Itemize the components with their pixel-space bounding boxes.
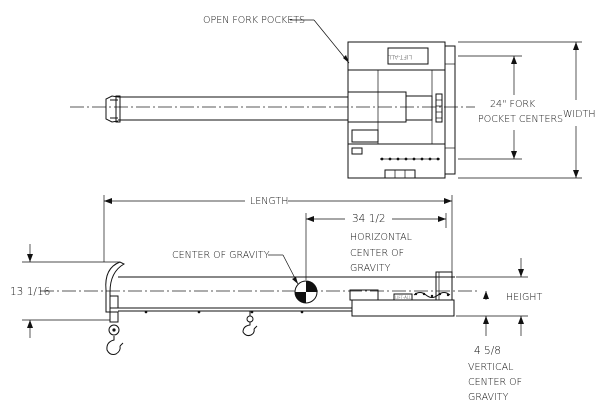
width-label: WIDTH xyxy=(563,109,595,120)
length-dimension: LENGTH xyxy=(103,195,453,272)
height-label: HEIGHT xyxy=(506,292,542,303)
vertical-cg-dimension: 4 5/8 VERTICAL CENTER OF GRAVITY xyxy=(468,291,522,403)
fork-pocket-centers-line2: POCKET CENTERS xyxy=(478,114,563,125)
front-hook-icon xyxy=(106,311,124,355)
horizontal-cg-line1: HORIZONTAL xyxy=(350,232,412,243)
overall-height-dimension: 13 1/16 xyxy=(10,244,120,338)
length-label: LENGTH xyxy=(250,196,288,207)
top-view-chain xyxy=(380,157,440,161)
width-dimension: WIDTH xyxy=(458,41,595,179)
vertical-cg-value: 4 5/8 xyxy=(474,345,501,357)
vertical-cg-line2: CENTER OF xyxy=(468,377,522,388)
center-of-gravity-label: CENTER OF GRAVITY xyxy=(172,250,270,261)
horizontal-cg-line2: CENTER OF xyxy=(350,248,404,259)
top-view-boom xyxy=(105,95,348,123)
vertical-cg-line1: VERTICAL xyxy=(468,362,513,373)
horizontal-cg-value: 34 1/2 xyxy=(352,213,386,225)
top-view: LIFT-ALL xyxy=(70,41,475,179)
side-view-boom xyxy=(105,261,455,314)
top-view-plate-label: LIFT-ALL xyxy=(387,53,412,60)
open-fork-pockets-callout: OPEN FORK POCKETS xyxy=(203,15,350,64)
fork-pocket-centers-dimension: 24" FORK POCKET CENTERS xyxy=(458,55,563,160)
vertical-cg-line3: GRAVITY xyxy=(468,392,509,403)
side-view: LIFT-ALL xyxy=(40,261,478,355)
middle-hook-icon xyxy=(242,311,258,337)
overall-height-value: 13 1/16 xyxy=(10,286,50,298)
open-fork-pockets-label: OPEN FORK POCKETS xyxy=(203,15,305,26)
center-of-gravity-marker xyxy=(294,280,318,304)
top-view-frame xyxy=(347,41,456,179)
center-of-gravity-callout: CENTER OF GRAVITY xyxy=(172,250,299,285)
fork-pocket-centers-line1: 24" FORK xyxy=(490,99,536,110)
height-dimension: HEIGHT xyxy=(456,258,542,336)
side-view-frame: LIFT-ALL xyxy=(349,271,455,317)
horizontal-cg-dimension: 34 1/2 HORIZONTAL CENTER OF GRAVITY xyxy=(305,213,447,280)
side-view-plate-label: LIFT-ALL xyxy=(395,295,412,300)
horizontal-cg-line3: GRAVITY xyxy=(350,263,391,274)
